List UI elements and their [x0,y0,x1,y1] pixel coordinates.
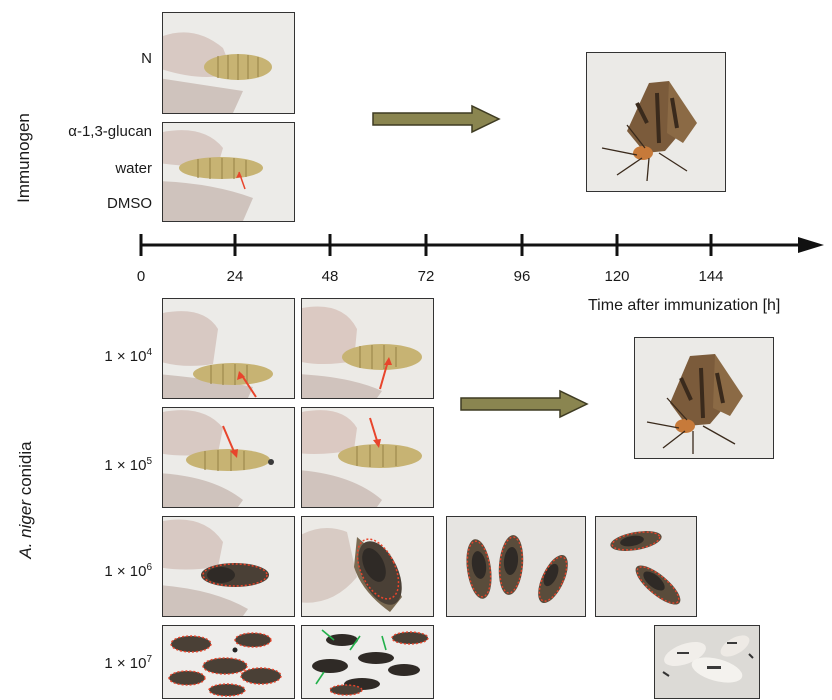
photo-larvae-1e6-72h [446,516,586,617]
tick-label-72: 72 [418,268,435,285]
dose-base: 1 × 10 [104,655,146,672]
immunogen-axis-label: Immunogen [14,108,34,208]
photo-moth-immunogen [586,52,726,192]
dose-exponent: 5 [146,456,152,467]
arrow-progression-bottom [460,389,590,424]
conidia-axis-label-italic: A. niger [16,500,35,559]
conidia-axis-label-rest: conidia [16,441,35,500]
timeline-axis [130,232,826,267]
photo-larva-1e4-24h [162,298,295,399]
photo-larva-1e6-48h [301,516,434,617]
row-label-dmso: DMSO [107,195,152,212]
timeline-axis-title: Time after immunization [h] [588,297,780,315]
dose-exponent: 7 [146,654,152,665]
photo-moth-conidia [634,337,774,459]
row-label-water: water [115,160,152,177]
dose-label-1e7: 1 × 107 [104,654,152,672]
photo-larvae-1e7-24h [162,625,295,699]
tick-label-96: 96 [514,268,531,285]
tick-label-120: 120 [604,268,629,285]
tick-label-24: 24 [227,268,244,285]
tick-label-144: 144 [698,268,723,285]
photo-larva-1e4-48h [301,298,434,399]
tick-label-0: 0 [137,268,145,285]
photo-larva-immunogen [162,122,295,222]
dose-base: 1 × 10 [104,457,146,474]
photo-larva-1e6-24h [162,516,295,617]
photo-larva-1e5-48h [301,407,434,508]
dose-exponent: 4 [146,347,152,358]
row-label-glucan: α-1,3-glucan [68,123,152,140]
photo-larvae-1e7-48h [301,625,434,699]
photo-larva-1e5-24h [162,407,295,508]
photo-pupae-1e7 [654,625,760,699]
dose-label-1e4: 1 × 104 [104,347,152,365]
photo-larvae-1e6-96h [595,516,697,617]
dose-base: 1 × 10 [104,563,146,580]
dose-base: 1 × 10 [104,348,146,365]
dose-label-1e5: 1 × 105 [104,456,152,474]
photo-larva-naive [162,12,295,114]
conidia-axis-label: A. niger conidia [16,430,36,570]
arrow-progression-top [372,104,502,139]
row-label-n: N [141,50,152,67]
dose-exponent: 6 [146,562,152,573]
dose-label-1e6: 1 × 106 [104,562,152,580]
tick-label-48: 48 [322,268,339,285]
